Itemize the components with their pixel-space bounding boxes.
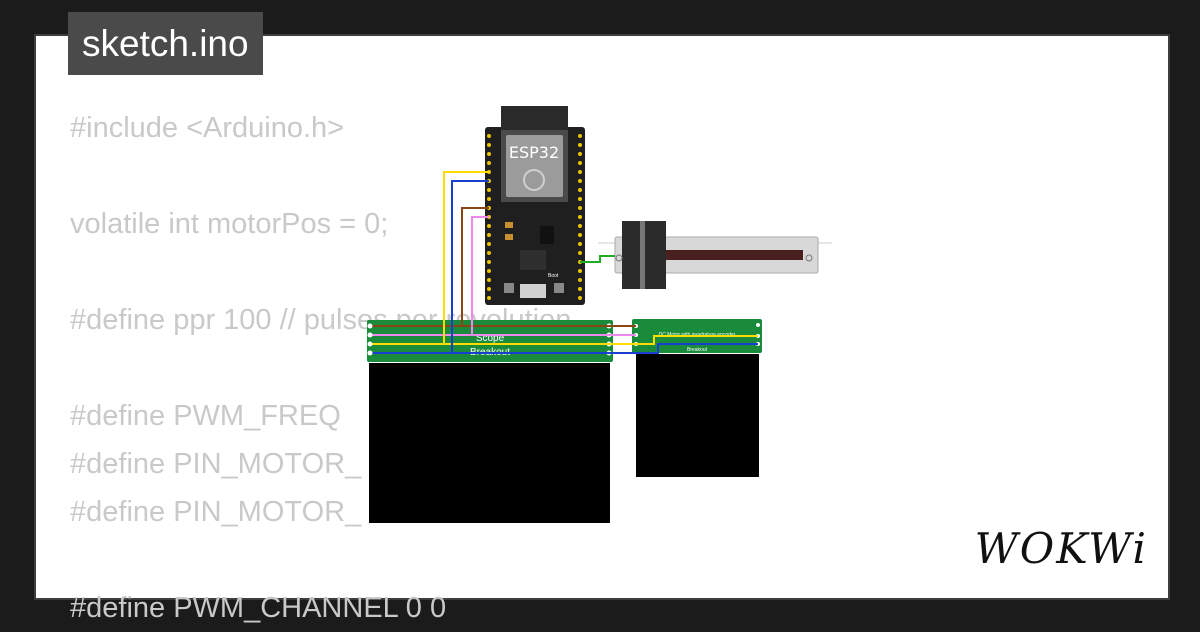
code-line: #define PIN_MOTOR_ (70, 448, 362, 480)
wire-yellow (443, 171, 611, 345)
esp32-board[interactable]: ESP32 Boot (485, 106, 585, 305)
code-line: #define PWM_FREQ (70, 400, 341, 432)
pin[interactable] (367, 332, 373, 338)
espressif-logo-icon (523, 169, 545, 191)
esp32-label: ESP32 (509, 143, 559, 162)
code-line: #include <Arduino.h> (70, 112, 345, 144)
code-line: volatile int motorPos = 0; (70, 208, 389, 240)
code-line: #define PIN_MOTOR_ (70, 496, 362, 528)
wires (443, 171, 758, 354)
wire-yellow-2 (611, 335, 758, 345)
file-tab[interactable]: sketch.ino (68, 12, 263, 75)
boot-label: Boot (548, 273, 559, 279)
slider-component[interactable] (598, 221, 832, 289)
scope-pcb (367, 320, 613, 362)
boot-button[interactable] (554, 283, 564, 293)
pin[interactable] (367, 341, 373, 347)
wire-green (580, 255, 615, 263)
right-header-pins[interactable] (578, 134, 582, 300)
wire-blue (451, 180, 611, 354)
scope-label: Scope (476, 333, 505, 344)
motor-screen (636, 354, 759, 477)
scope-module[interactable]: Scope Breakout (367, 320, 613, 523)
usb-port (520, 284, 546, 298)
wire-blue-2 (611, 343, 758, 354)
esp32-antenna (501, 106, 568, 130)
scope-screen (369, 363, 610, 523)
pin[interactable] (367, 323, 373, 329)
code-preview: #include <Arduino.h> volatile int motorP… (70, 104, 571, 632)
wokwi-logo: WOKWi (974, 524, 1148, 573)
left-header-pins[interactable] (487, 134, 491, 300)
motor-breakout-label: Breakout (687, 347, 708, 353)
en-button[interactable] (504, 283, 514, 293)
code-line: #define PWM_CHANNEL 0 0 (70, 592, 447, 624)
pin[interactable] (756, 323, 760, 327)
motor-encoder-module[interactable]: DC Motor with quadrature encoder Breakou… (632, 319, 762, 477)
pin[interactable] (367, 350, 373, 356)
wire-pink (471, 216, 636, 336)
slider-track (663, 250, 803, 260)
wire-brown (461, 207, 636, 327)
